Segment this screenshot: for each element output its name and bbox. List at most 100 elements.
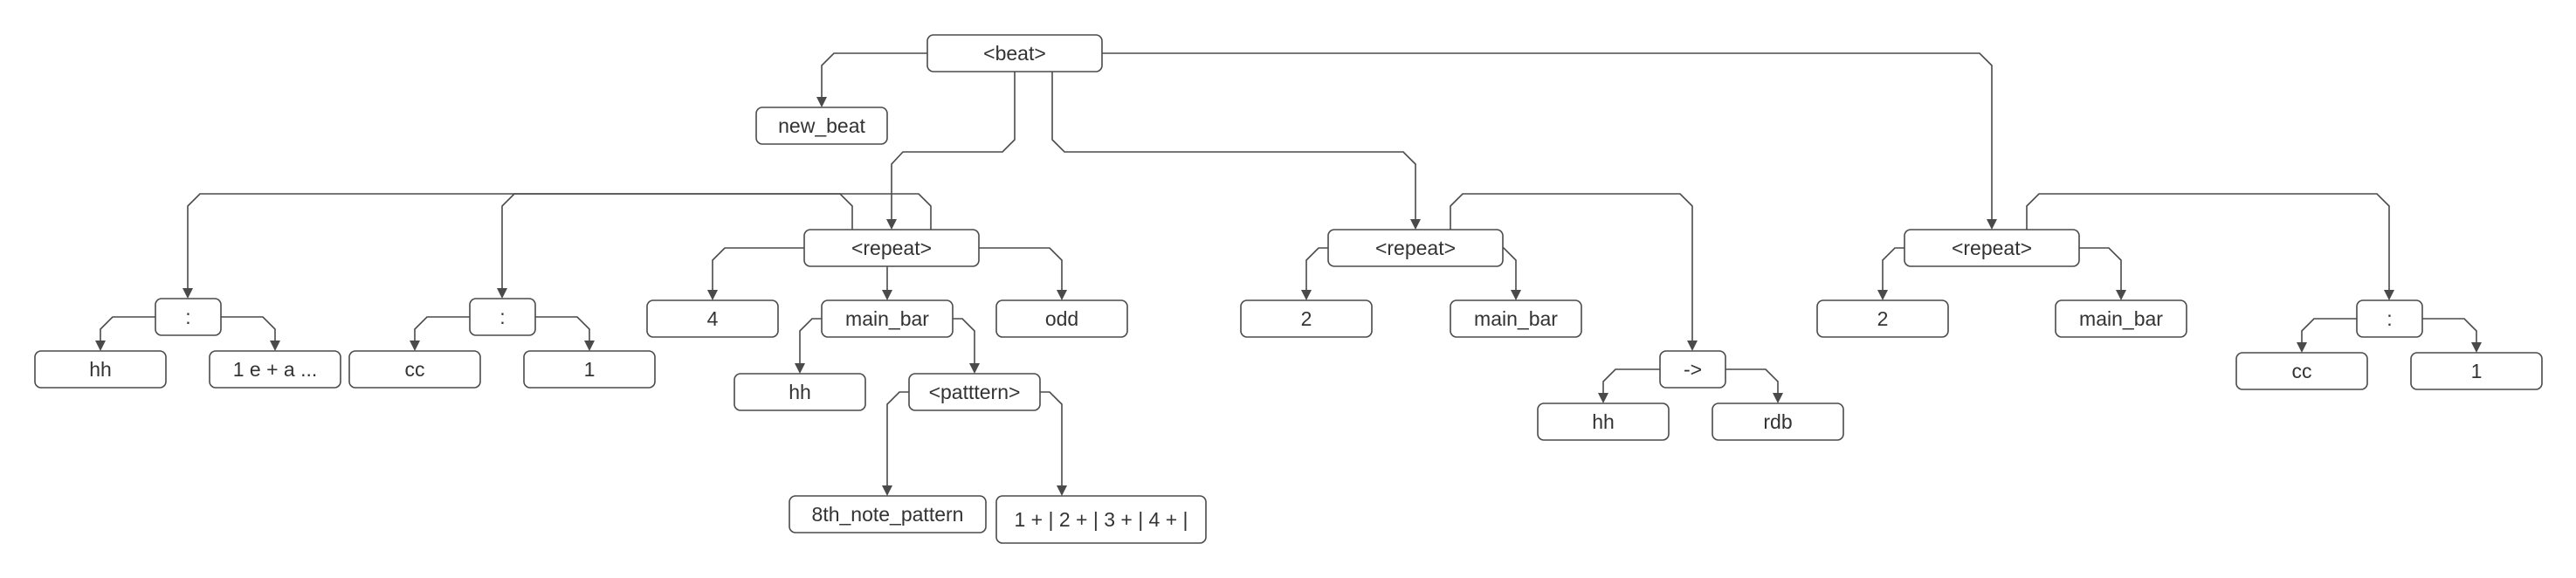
- connector-line: [1602, 368, 1660, 400]
- node-hh2[interactable]: hh: [734, 373, 866, 411]
- arrowhead-icon: [2384, 290, 2394, 300]
- arrowhead-icon: [1410, 219, 1421, 230]
- connector-line: [2422, 318, 2477, 349]
- node-hh1[interactable]: hh: [34, 350, 167, 389]
- node-label: new_beat: [778, 114, 865, 137]
- node-box: [1904, 229, 2080, 267]
- node-label: cc: [405, 358, 425, 381]
- arrowhead-icon: [1598, 393, 1608, 403]
- edge-repeat2-to-arrow: [1450, 193, 1698, 351]
- edge-repeat2-to-main_bar2: [1503, 247, 1521, 300]
- connector-line: [1051, 72, 1416, 226]
- connector-line: [799, 318, 822, 370]
- arrowhead-icon: [497, 288, 507, 299]
- node-label: rdb: [1763, 410, 1792, 433]
- node-one1[interactable]: 1: [523, 350, 656, 389]
- arrowhead-icon: [1301, 290, 1312, 300]
- arrowhead-icon: [2116, 290, 2126, 300]
- arrowhead-icon: [584, 341, 595, 351]
- node-box: [1240, 299, 1373, 338]
- node-hh3[interactable]: hh: [1537, 403, 1670, 441]
- arrowhead-icon: [1773, 393, 1783, 403]
- node-label: :: [185, 306, 190, 328]
- arrowhead-icon: [95, 341, 106, 351]
- diagram-edges: [95, 52, 2482, 496]
- arrowhead-icon: [410, 341, 420, 351]
- node-box: [1537, 403, 1670, 441]
- edge-repeat1-to-odd: [979, 247, 1067, 300]
- node-main-bar3[interactable]: main_bar: [2055, 299, 2187, 338]
- node-cc1[interactable]: cc: [348, 350, 481, 389]
- node-arrow[interactable]: ->: [1659, 350, 1726, 389]
- edge-repeat3-to-main_bar3: [2079, 247, 2126, 300]
- node-two1[interactable]: 2: [1240, 299, 1373, 338]
- node-box: [995, 299, 1128, 338]
- node-four[interactable]: 4: [646, 299, 779, 338]
- edge-colon2-to-cc1: [410, 316, 470, 351]
- node-eighth[interactable]: 8th_note_pattern: [789, 495, 987, 533]
- arrowhead-icon: [270, 341, 280, 351]
- arrowhead-icon: [1057, 485, 1067, 496]
- node-box: [2410, 352, 2543, 390]
- node-beat[interactable]: <beat>: [926, 34, 1103, 72]
- edge-main_bar1-to-patttern: [953, 318, 980, 374]
- arrowhead-icon: [707, 290, 718, 300]
- node-label: ->: [1684, 358, 1702, 381]
- arrowhead-icon: [886, 219, 897, 230]
- node-box: [755, 107, 888, 145]
- edge-repeat3-to-colon3: [2026, 193, 2394, 300]
- node-one2[interactable]: 1: [2410, 352, 2543, 390]
- node-box: [803, 229, 980, 267]
- node-repeat3[interactable]: <repeat>: [1904, 229, 2080, 267]
- node-two2[interactable]: 2: [1816, 299, 1949, 338]
- node-new-beat[interactable]: new_beat: [755, 107, 888, 145]
- arrowhead-icon: [969, 363, 980, 374]
- connector-line: [1725, 368, 1779, 400]
- connector-line: [886, 391, 909, 492]
- edge-repeat2-to-two1: [1301, 247, 1328, 300]
- node-pattern-text2[interactable]: 1 + | 2 + | 3 + | 4 + |: [995, 495, 1207, 544]
- node-box: [2055, 299, 2187, 338]
- node-label: 1: [2471, 360, 2483, 382]
- edge-repeat1-to-colon2: [497, 193, 932, 299]
- node-main-bar1[interactable]: main_bar: [821, 299, 954, 338]
- node-cc2[interactable]: cc: [2235, 352, 2368, 390]
- node-box: [1816, 299, 1949, 338]
- connector-line: [535, 316, 590, 347]
- node-colon3[interactable]: :: [2356, 299, 2423, 338]
- node-main-bar2[interactable]: main_bar: [1450, 299, 1582, 338]
- connector-line: [1040, 391, 1063, 492]
- arrowhead-icon: [2297, 342, 2307, 353]
- arrowhead-icon: [2471, 342, 2482, 353]
- node-box: [789, 495, 987, 533]
- node-box: [1659, 350, 1726, 389]
- connector-line: [1305, 247, 1328, 297]
- node-box: [1712, 403, 1844, 441]
- node-label: <patttern>: [929, 381, 1021, 403]
- connector-line: [2079, 247, 2122, 297]
- node-colon2[interactable]: :: [469, 298, 536, 336]
- node-label: <repeat>: [1952, 237, 2032, 259]
- node-patttern[interactable]: <patttern>: [908, 373, 1041, 411]
- node-label: main_bar: [845, 307, 929, 330]
- arrowhead-icon: [1057, 290, 1067, 300]
- connector-line: [712, 247, 804, 297]
- connector-line: [187, 193, 853, 295]
- node-odd[interactable]: odd: [995, 299, 1128, 338]
- node-box: [1450, 299, 1582, 338]
- connector-line: [1503, 247, 1517, 297]
- node-label: <repeat>: [851, 237, 932, 259]
- node-label: main_bar: [1474, 307, 1558, 330]
- arrowhead-icon: [882, 485, 892, 496]
- node-box: [646, 299, 779, 338]
- arrowhead-icon: [882, 290, 892, 300]
- connector-line: [1102, 52, 1993, 226]
- node-rdb[interactable]: rdb: [1712, 403, 1844, 441]
- edge-arrow-to-hh3: [1598, 368, 1660, 403]
- node-colon1[interactable]: :: [155, 298, 222, 336]
- node-pattern-text1[interactable]: 1 e + a ...: [209, 350, 341, 389]
- connector-line: [100, 316, 155, 347]
- node-repeat1[interactable]: <repeat>: [803, 229, 980, 267]
- node-repeat2[interactable]: <repeat>: [1327, 229, 1504, 267]
